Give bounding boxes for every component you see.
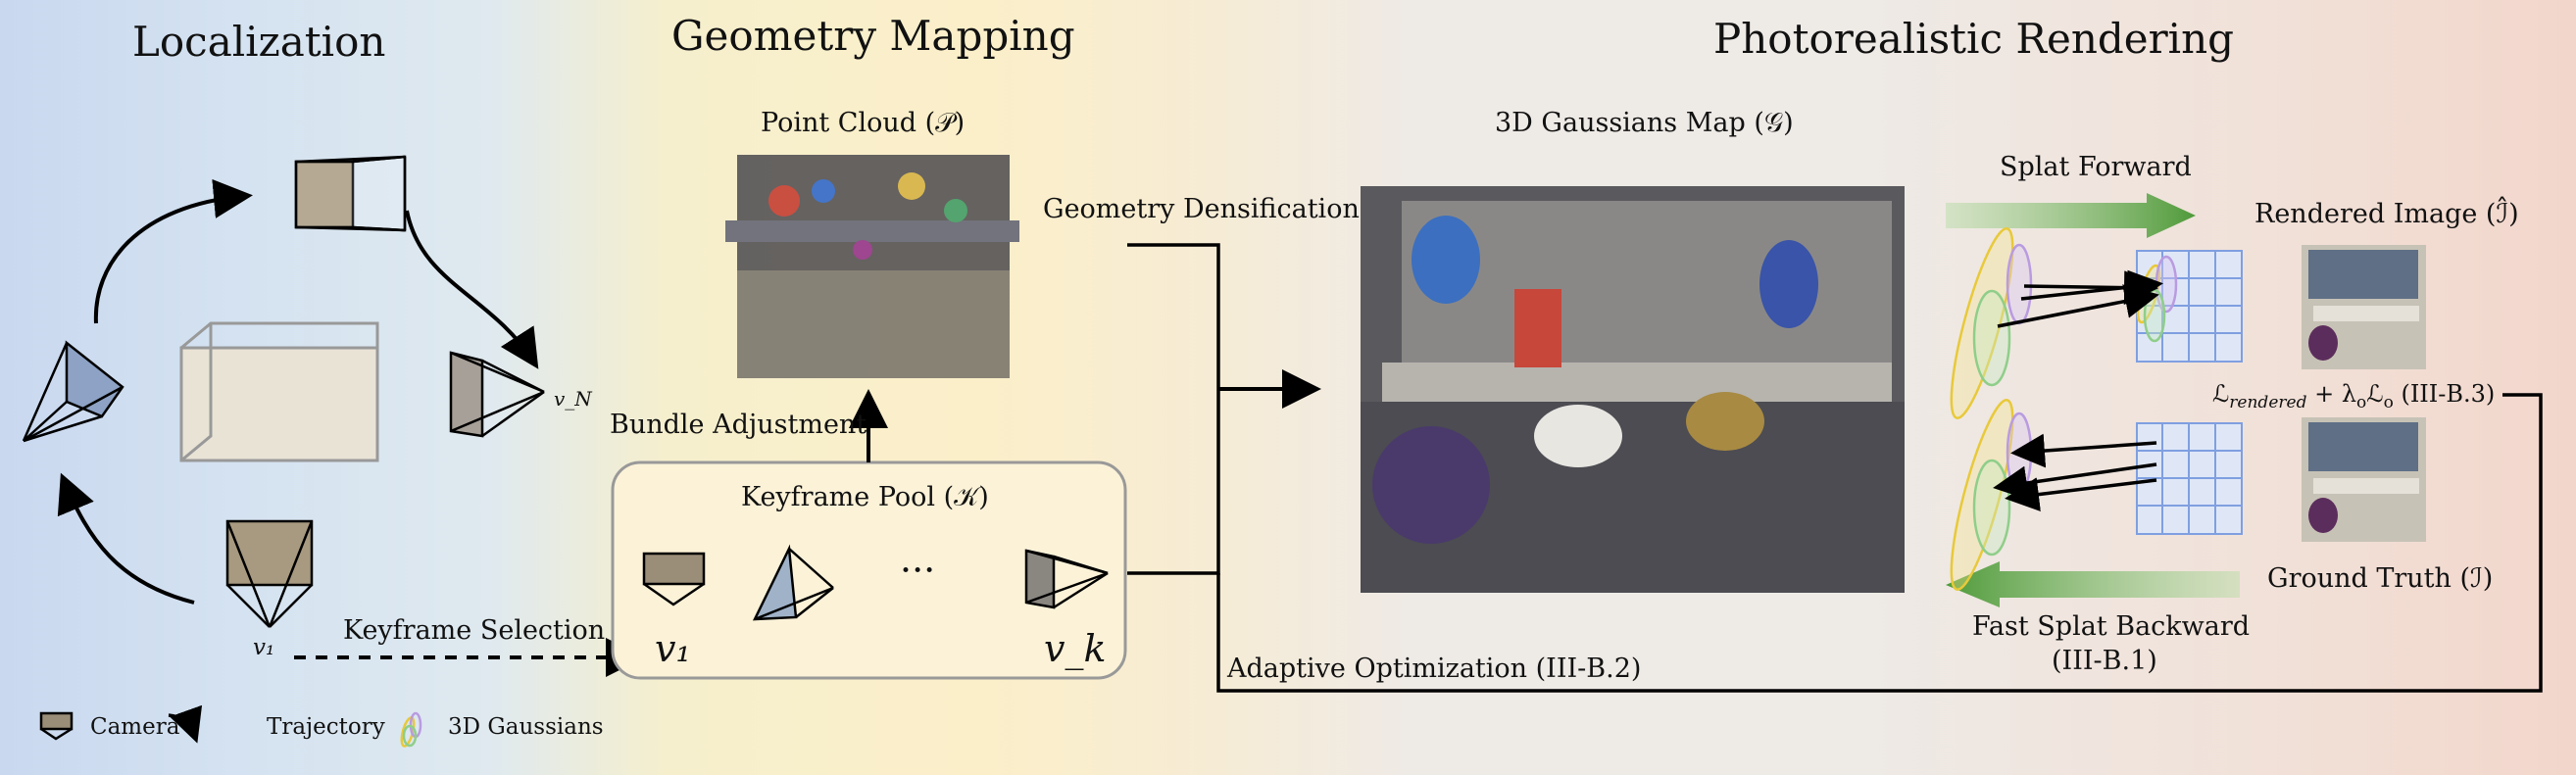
densification-connector (1127, 243, 1220, 575)
loss-l-o: ℒ (2366, 380, 2384, 408)
camera-frustum-top (294, 155, 407, 232)
bundle-adjustment-label: Bundle Adjustment (610, 410, 867, 440)
legend-trajectory-label: Trajectory (267, 714, 385, 740)
gaussians-backward (1950, 399, 2033, 591)
section-title-rendering: Photorealistic Rendering (1713, 15, 2235, 63)
camera-frustum-left (22, 340, 124, 443)
vN-small-label: v_N (554, 387, 592, 411)
scene-box (179, 321, 379, 462)
section-title-geometry-mapping: Geometry Mapping (671, 12, 1075, 60)
adaptive-optimization-label: Adaptive Optimization (III-B.2) (1227, 654, 1642, 684)
pool-camera-1 (642, 552, 706, 606)
loss-lambda-sub: o (2356, 392, 2367, 412)
ground-truth-thumb (2302, 417, 2426, 542)
gaussians-map-render (1361, 186, 1905, 593)
loss-label: ℒrendered + λoℒo (III-B.3) (2212, 380, 2495, 412)
loss-ref: (III-B.3) (2393, 380, 2496, 408)
legend-camera-icon (39, 711, 74, 741)
legend-trajectory-icon (168, 704, 203, 744)
loss-sub-rendered: rendered (2229, 392, 2307, 412)
grid-backward (2136, 422, 2243, 535)
v1-small-label: v₁ (253, 635, 275, 660)
rendered-image-label: Rendered Image (ℐ̂) (2254, 199, 2519, 229)
adaptive-optimization-loop (1216, 393, 2543, 693)
point-cloud-label: Point Cloud (𝒫) (761, 108, 966, 138)
keyframe-pool-label: Keyframe Pool (𝒦) (741, 482, 989, 512)
v1-pool-label: v₁ (655, 627, 691, 670)
forward-projection-arrows (1997, 269, 2163, 328)
pool-ellipsis: ··· (900, 549, 936, 592)
loss-symbol: ℒ (2212, 380, 2230, 408)
camera-frustum-right (449, 351, 545, 438)
point-cloud (725, 155, 1019, 378)
trajectory-arrow-3 (57, 472, 195, 605)
section-title-localization: Localization (132, 18, 386, 66)
rendered-image-thumb (2302, 245, 2426, 369)
pool-camera-2 (752, 544, 834, 621)
fast-splat-backward-label: Fast Splat Backward (1972, 611, 2251, 642)
ground-truth-label: Ground Truth (ℐ) (2267, 563, 2494, 594)
backward-projection-arrows (1993, 433, 2157, 511)
legend-gaussians-icon (400, 711, 422, 748)
legend-gaussians-label: 3D Gaussians (448, 714, 604, 740)
trajectory-arrow-1 (93, 178, 253, 324)
geometry-densification-label: Geometry Densification (1043, 194, 1360, 224)
trajectory-arrow-2 (405, 210, 539, 369)
splat-backward-arrow (1946, 561, 2240, 607)
loss-plus-lambda: + λ (2306, 380, 2357, 408)
pool-camera-k (1024, 549, 1109, 609)
splat-forward-arrow (1946, 193, 2196, 238)
splat-forward-label: Splat Forward (2000, 152, 2192, 182)
gaussians-map-label: 3D Gaussians Map (𝒢) (1495, 108, 1794, 138)
vk-pool-label: v_k (1044, 627, 1107, 670)
keyframe-selection-label: Keyframe Selection (343, 615, 606, 646)
fast-splat-backward-ref: (III-B.1) (2052, 646, 2157, 676)
loss-l-sub: o (2383, 392, 2394, 412)
legend-camera-label: Camera (90, 714, 180, 740)
camera-frustum-bottom (225, 519, 314, 628)
